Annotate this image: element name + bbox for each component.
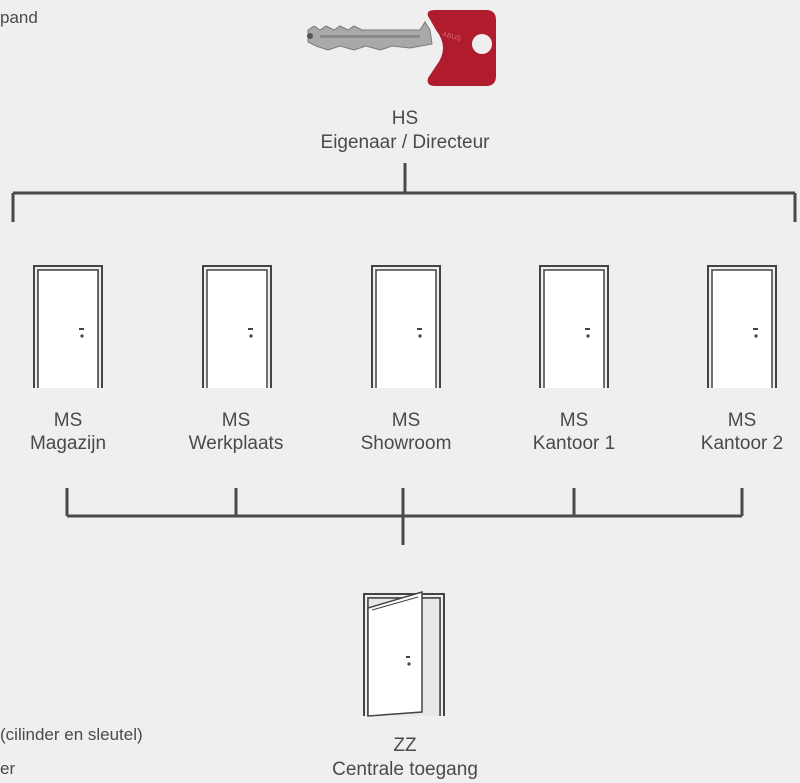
door-icon (33, 265, 103, 388)
door-icon (539, 265, 609, 388)
door-icon (707, 265, 777, 388)
door-icon (202, 265, 272, 388)
door-name: Werkplaats (188, 432, 284, 454)
door-label-werkplaats: MS Werkplaats (161, 410, 311, 456)
door-code: MS (559, 410, 589, 431)
partial-legend-line-2: er (0, 759, 16, 778)
key-icon: ABUS (307, 10, 496, 86)
central-code: ZZ (393, 735, 417, 756)
door-name: Magazijn (29, 432, 107, 454)
door-label-kantoor-2: MS Kantoor 2 (667, 410, 800, 456)
door-code: MS (53, 410, 83, 431)
partial-legend-line-1: (cilinder en sleutel) (0, 725, 143, 744)
door-code: MS (221, 410, 251, 431)
door-code: MS (727, 410, 757, 431)
door-code: MS (391, 410, 421, 431)
door-name: Kantoor 1 (532, 432, 616, 454)
door-name: Showroom (360, 432, 452, 454)
partial-header-text: pand (0, 8, 38, 27)
top-key-code: HS (391, 108, 419, 129)
door-name: Kantoor 2 (700, 432, 784, 454)
top-key-role: Eigenaar / Directeur (320, 132, 490, 153)
door-label-showroom: MS Showroom (331, 410, 481, 456)
door-label-magazijn: MS Magazijn (0, 410, 143, 456)
central-name: Centrale toegang (332, 759, 478, 780)
door-icon (371, 265, 441, 388)
door-label-kantoor-1: MS Kantoor 1 (499, 410, 649, 456)
open-door-icon (363, 590, 445, 717)
svg-text:ABUS: ABUS (441, 31, 462, 43)
